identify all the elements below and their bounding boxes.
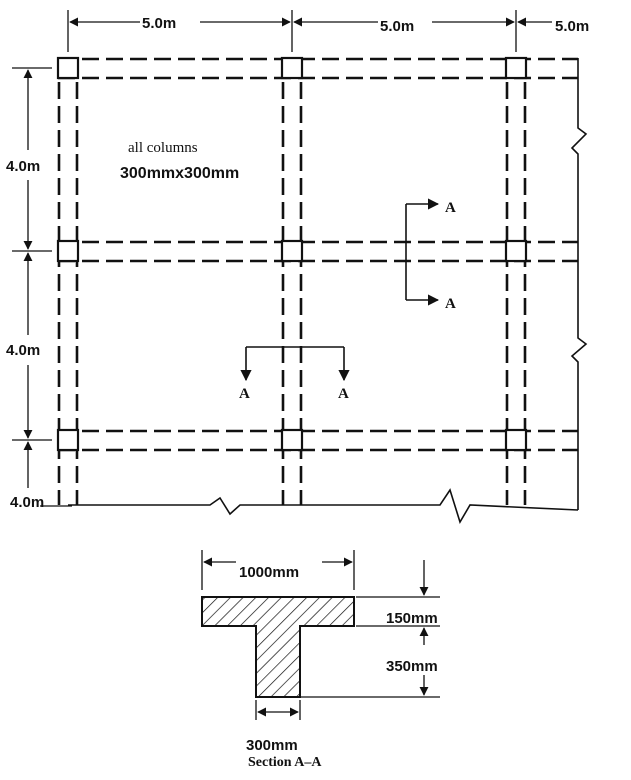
flange-depth-label: 150mm xyxy=(386,610,438,627)
left-dimension-line xyxy=(12,67,72,507)
section-cut-vertical xyxy=(405,198,440,306)
t-beam-section xyxy=(201,596,355,698)
dim-y-1: 4.0m xyxy=(6,158,40,175)
note-column-size: 300mmx300mm xyxy=(120,165,239,182)
dim-x-2: 5.0m xyxy=(380,18,414,35)
column xyxy=(56,56,80,80)
column xyxy=(504,56,528,80)
dim-y-2: 4.0m xyxy=(6,342,40,359)
column xyxy=(504,239,528,263)
column xyxy=(280,56,304,80)
right-break-line xyxy=(570,58,588,510)
section-label-a: A xyxy=(338,386,349,402)
beam-grid xyxy=(57,57,578,505)
section-label-a: A xyxy=(239,386,250,402)
flange-width-dimension xyxy=(201,550,355,590)
column xyxy=(56,239,80,263)
columns xyxy=(56,56,528,452)
dim-x-3: 5.0m xyxy=(555,18,589,35)
note-all-columns: all columns xyxy=(128,140,198,156)
column xyxy=(280,239,304,263)
section-title: Section A–A xyxy=(248,755,322,770)
section-cut-horizontal xyxy=(240,346,350,382)
section-label-a: A xyxy=(445,296,456,312)
flange-width-label: 1000mm xyxy=(239,564,299,581)
top-dimension-line xyxy=(67,10,552,52)
column xyxy=(504,428,528,452)
web-width-label: 300mm xyxy=(246,737,298,754)
web-depth-label: 350mm xyxy=(386,658,438,675)
web-width-dimension xyxy=(255,700,301,720)
column xyxy=(56,428,80,452)
dim-x-1: 5.0m xyxy=(142,15,176,32)
depth-dimensions xyxy=(300,560,440,698)
section-label-a: A xyxy=(445,200,456,216)
dim-y-3: 4.0m xyxy=(10,494,44,511)
bottom-break-line xyxy=(68,488,579,524)
column xyxy=(280,428,304,452)
